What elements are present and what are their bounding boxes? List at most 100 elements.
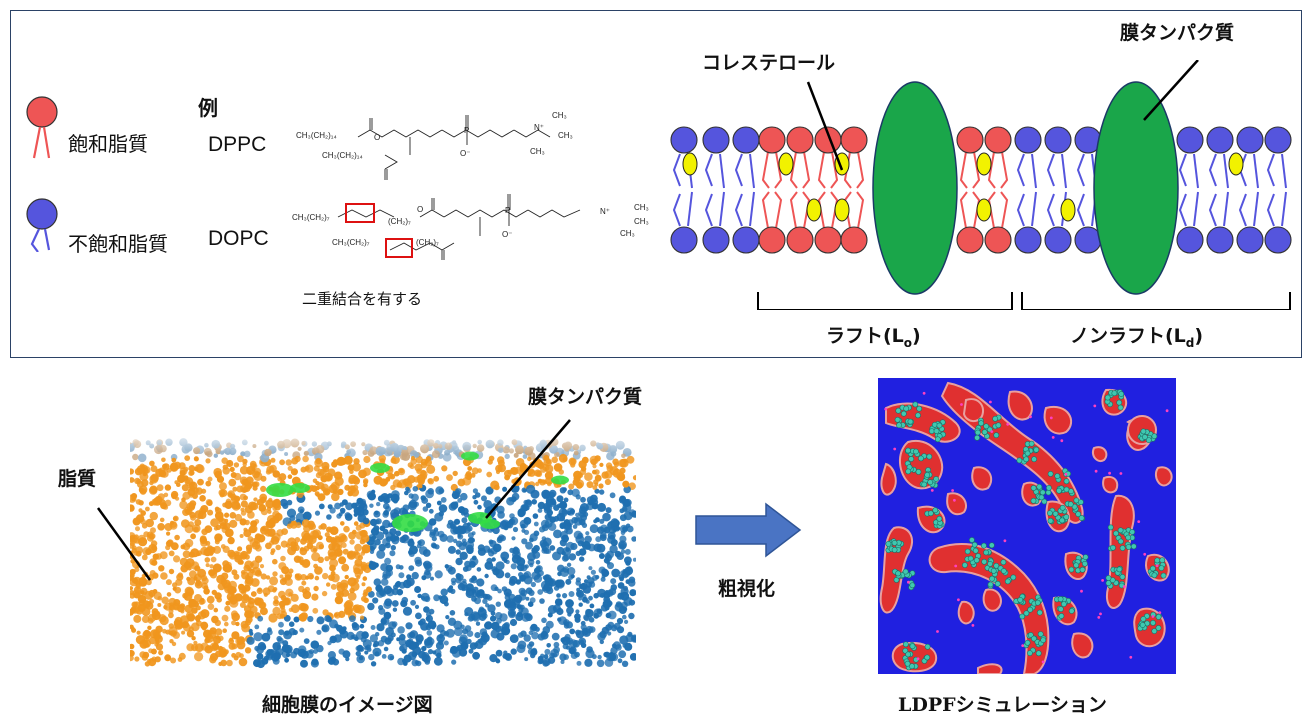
nonraft-label: ノンラフト(Ld) [1070, 325, 1204, 350]
lipid-tail-pair [817, 151, 839, 229]
lipid-domain [1154, 466, 1173, 487]
lipid-head-bottom [840, 226, 868, 254]
lipid-domain [1071, 632, 1094, 659]
dopc-chain2b: (CH₂)₇ [416, 238, 439, 247]
lipid-tail-pair [1016, 153, 1037, 227]
protein-blob [392, 514, 428, 532]
bottom-protein-pointer [485, 419, 571, 519]
cholesterol-molecule [1060, 198, 1076, 222]
membrane-schematic [670, 60, 1292, 310]
lipid-tail-pair [959, 151, 981, 229]
nonraft-bracket [1021, 292, 1291, 310]
protein-pointer [1143, 60, 1199, 121]
cholesterol-label: コレステロール [702, 52, 836, 74]
membrane-protein-2 [1093, 81, 1179, 295]
simulation-caption: LDPFシミュレーション [898, 694, 1107, 716]
raft-label: ラフト(Lo) [826, 325, 921, 350]
saturated-lipid-icon [26, 96, 58, 159]
double-bond-box-2 [385, 238, 413, 258]
dppc-o-minus: O⁻ [460, 149, 470, 158]
lipid-head-top [1176, 126, 1204, 154]
lipid-head-bottom [670, 226, 698, 254]
protein-blob [266, 483, 294, 497]
lipid-head-bottom [702, 226, 730, 254]
top-panel [10, 10, 1302, 358]
ldpf-simulation-image [878, 378, 1176, 674]
lipid-head-top [1014, 126, 1042, 154]
membrane-protein-label-bottom: 膜タンパク質 [528, 386, 643, 408]
lipid-tail-pair [1046, 153, 1067, 227]
lipid-head-bottom [1176, 226, 1204, 254]
lipid-tail-pair [987, 151, 1009, 229]
lipid-tail-pair [789, 151, 811, 229]
lipid-head-bottom [758, 226, 786, 254]
lipid-head-bottom [984, 226, 1012, 254]
dppc-structure [357, 115, 551, 180]
dopc-ch3-b: CH₃ [634, 217, 649, 226]
coarse-grain-label: 粗視化 [718, 578, 776, 600]
dppc-o: O [374, 133, 380, 142]
saturated-label: 飽和脂質 [68, 132, 148, 156]
membrane-protein-label-top: 膜タンパク質 [1120, 22, 1235, 44]
unsaturated-abbr: DOPC [208, 227, 269, 250]
lipid-head-top [786, 126, 814, 154]
double-bond-box-1 [345, 203, 375, 223]
lipid-label: 脂質 [58, 468, 97, 490]
example-label: 例 [198, 96, 218, 120]
chemical-structures: CH₃(CH₂)₁₄ CH₃(CH₂)₁₄ N⁺ CH₃ CH₃ CH₃ O⁻ … [292, 111, 649, 260]
dppc-chain2: CH₃(CH₂)₁₄ [322, 151, 363, 160]
cell-image-caption: 細胞膜のイメージ図 [262, 694, 433, 716]
lipid-domain [962, 398, 984, 422]
dppc-p: P [464, 126, 469, 135]
lipid-domain [1007, 390, 1033, 421]
lipid-domain [880, 462, 897, 496]
cholesterol-molecule [976, 152, 992, 176]
lipid-head-top [1236, 126, 1264, 154]
cholesterol-molecule [976, 198, 992, 222]
cholesterol-molecule [778, 152, 794, 176]
cholesterol-molecule [682, 152, 698, 176]
dppc-chain1: CH₃(CH₂)₁₄ [296, 131, 337, 140]
lipid-head-top [758, 126, 786, 154]
dopc-ch3-a: CH₃ [634, 203, 649, 212]
lipid-tail-pair [704, 153, 725, 227]
dopc-ch3-c: CH₃ [620, 229, 635, 238]
lipid-domain [982, 588, 1002, 612]
lipid-head-bottom [1264, 226, 1292, 254]
lipid-domain [977, 663, 1003, 674]
lipid-head-bottom [1236, 226, 1264, 254]
double-bond-note: 二重結合を有する [302, 290, 423, 308]
lipid-domain [928, 543, 1050, 674]
dopc-n-plus: N⁺ [600, 207, 610, 216]
dopc-chain1a: CH₃(CH₂)₇ [292, 213, 330, 222]
cholesterol-molecule [1228, 152, 1244, 176]
lipid-head-top [840, 126, 868, 154]
lipid-head-bottom [1206, 226, 1234, 254]
cholesterol-molecule [834, 198, 850, 222]
protein-blob [370, 463, 390, 473]
dppc-ch3-a: CH₃ [552, 111, 567, 120]
lipid-head-top [984, 126, 1012, 154]
right-arrow-icon [695, 502, 802, 558]
dopc-structure [337, 194, 581, 260]
lipid-domain [971, 466, 993, 491]
saturated-abbr: DPPC [208, 133, 267, 156]
dopc-o: O [417, 205, 423, 214]
raft-bracket [757, 292, 1013, 310]
dopc-chain2a: CH₃(CH₂)₇ [332, 238, 370, 247]
cholesterol-pointer [806, 81, 844, 171]
dppc-ch3-c: CH₃ [530, 147, 545, 156]
dppc-ch3-b: CH₃ [558, 131, 573, 140]
dopc-chain1b: (CH₂)₇ [388, 217, 411, 226]
protein-blob [290, 483, 310, 493]
dppc-n-plus: N⁺ [534, 123, 544, 132]
lipid-head-bottom [956, 226, 984, 254]
lipid-head-top [670, 126, 698, 154]
lipid-domain [946, 492, 967, 516]
lipid-domain [1043, 405, 1073, 435]
protein-blob [551, 475, 569, 485]
protein-blob [480, 519, 500, 529]
membrane-protein-1 [872, 81, 958, 295]
unsaturated-lipid-icon [26, 198, 58, 252]
lipid-domain [957, 600, 975, 625]
